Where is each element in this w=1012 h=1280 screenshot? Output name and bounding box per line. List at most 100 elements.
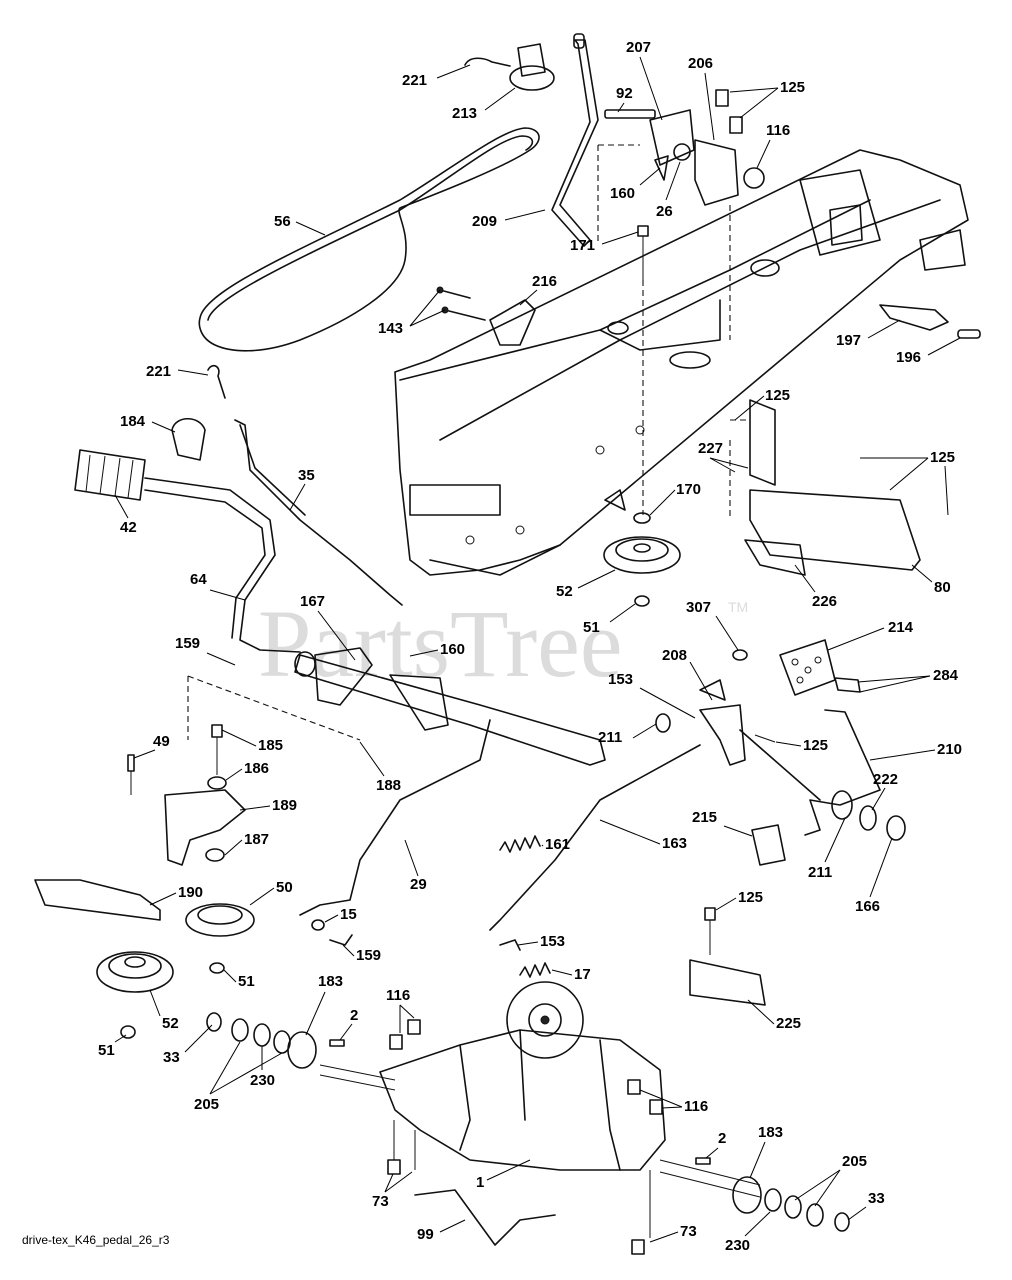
idler-pulley-lower bbox=[185, 903, 255, 974]
callout-label: 125 bbox=[765, 387, 790, 404]
callout-label: 205 bbox=[842, 1153, 867, 1170]
callout-label: 209 bbox=[472, 213, 497, 230]
shift-bracket-cluster bbox=[597, 89, 765, 340]
callout-label: 230 bbox=[725, 1237, 750, 1254]
callout-label: 51 bbox=[238, 973, 255, 990]
callout-label: 184 bbox=[120, 413, 146, 430]
callout-label: 125 bbox=[780, 79, 805, 96]
callout-label: 125 bbox=[803, 737, 828, 754]
callout-label: 2 bbox=[718, 1130, 726, 1147]
control-rod-29 bbox=[299, 719, 491, 916]
hair-pin-clip-top bbox=[464, 57, 511, 67]
callout-label: 160 bbox=[440, 641, 465, 658]
bolt-171 bbox=[637, 225, 649, 515]
control-rod-35 bbox=[234, 419, 403, 606]
idler-arm bbox=[127, 724, 246, 866]
frame-cover bbox=[729, 399, 921, 576]
callout-label: 161 bbox=[545, 836, 570, 853]
belt-guide bbox=[34, 879, 161, 921]
watermark-trademark: TM bbox=[728, 599, 748, 615]
transaxle bbox=[319, 981, 761, 1255]
callout-label: 197 bbox=[836, 332, 861, 349]
callout-label: 15 bbox=[340, 906, 357, 923]
shift-lever bbox=[551, 33, 599, 247]
callout-label: 221 bbox=[146, 363, 171, 380]
callout-label: 205 bbox=[194, 1096, 219, 1113]
callout-label: 171 bbox=[570, 237, 595, 254]
callout-label: 33 bbox=[163, 1049, 180, 1066]
callout-label: 206 bbox=[688, 55, 713, 72]
callout-label: 42 bbox=[120, 519, 137, 536]
axle-hardware-right bbox=[695, 1157, 850, 1232]
callout-label: 307 bbox=[686, 599, 711, 616]
callout-label: 225 bbox=[776, 1015, 801, 1032]
brake-rod bbox=[489, 744, 701, 931]
callout-label: 284 bbox=[933, 667, 959, 684]
callout-label: 29 bbox=[410, 876, 427, 893]
pedal-shaft bbox=[739, 709, 906, 841]
callout-label: 159 bbox=[356, 947, 381, 964]
callout-label: 183 bbox=[758, 1124, 783, 1141]
callout-label: 116 bbox=[684, 1098, 708, 1115]
callout-label: 64 bbox=[190, 571, 207, 588]
callout-label: 227 bbox=[698, 440, 723, 457]
callout-label: 116 bbox=[766, 122, 790, 139]
callout-label: 214 bbox=[888, 619, 914, 636]
callout-label: 52 bbox=[556, 583, 573, 600]
callout-label: 73 bbox=[372, 1193, 389, 1210]
callout-label: 56 bbox=[274, 213, 291, 230]
callout-label: 186 bbox=[244, 760, 269, 777]
callout-label: 208 bbox=[662, 647, 687, 664]
callout-label: 52 bbox=[162, 1015, 179, 1032]
drive-pulley bbox=[96, 951, 174, 1039]
hand-grip bbox=[74, 449, 146, 501]
callout-label: 1 bbox=[476, 1174, 484, 1191]
lever-knob bbox=[171, 417, 206, 461]
callout-label: 185 bbox=[258, 737, 283, 754]
callout-label: 211 bbox=[598, 729, 622, 746]
callout-label: 160 bbox=[610, 185, 635, 202]
callout-label: 216 bbox=[532, 273, 557, 290]
callout-label: 226 bbox=[812, 593, 837, 610]
brake-lever bbox=[879, 304, 981, 339]
callout-label: 170 bbox=[676, 481, 701, 498]
callout-label: 125 bbox=[930, 449, 955, 466]
callout-label: 80 bbox=[934, 579, 951, 596]
brake-linkage bbox=[655, 679, 776, 766]
callout-label: 17 bbox=[574, 966, 591, 983]
callout-label: 2 bbox=[350, 1007, 358, 1024]
callout-labels: 221 213 207 206 125 92 116 160 26 56 209… bbox=[98, 39, 962, 1254]
callout-label: 189 bbox=[272, 797, 297, 814]
extension-spring-161 bbox=[499, 835, 541, 853]
mount-bracket bbox=[689, 907, 766, 1006]
callout-label: 183 bbox=[318, 973, 343, 990]
extension-spring-17 bbox=[519, 962, 551, 978]
lift-lever bbox=[144, 477, 301, 653]
callout-label: 143 bbox=[378, 320, 403, 337]
drive-belt bbox=[198, 127, 540, 352]
callout-label: 26 bbox=[656, 203, 673, 220]
callout-label: 35 bbox=[298, 467, 315, 484]
cross-shaft bbox=[187, 647, 606, 766]
callout-label: 196 bbox=[896, 349, 921, 366]
bypass-rod bbox=[414, 1189, 556, 1246]
callout-label: 166 bbox=[855, 898, 880, 915]
diagram-filename: drive-tex_K46_pedal_26_r3 bbox=[22, 1233, 170, 1247]
tractor-frame bbox=[394, 149, 969, 576]
callout-label: 49 bbox=[153, 733, 170, 750]
callout-label: 163 bbox=[662, 835, 687, 852]
callout-label: 210 bbox=[937, 741, 962, 758]
callout-label: 215 bbox=[692, 809, 717, 826]
callout-label: 159 bbox=[175, 635, 200, 652]
callout-label: 187 bbox=[244, 831, 269, 848]
callout-label: 211 bbox=[808, 864, 832, 881]
callout-label: 230 bbox=[250, 1072, 275, 1089]
callout-label: 167 bbox=[300, 593, 325, 610]
callout-label: 51 bbox=[583, 619, 600, 636]
brake-pedal bbox=[732, 639, 861, 696]
callout-label: 116 bbox=[386, 987, 410, 1004]
callout-label: 221 bbox=[402, 72, 427, 89]
hair-pin-clip bbox=[207, 364, 226, 399]
